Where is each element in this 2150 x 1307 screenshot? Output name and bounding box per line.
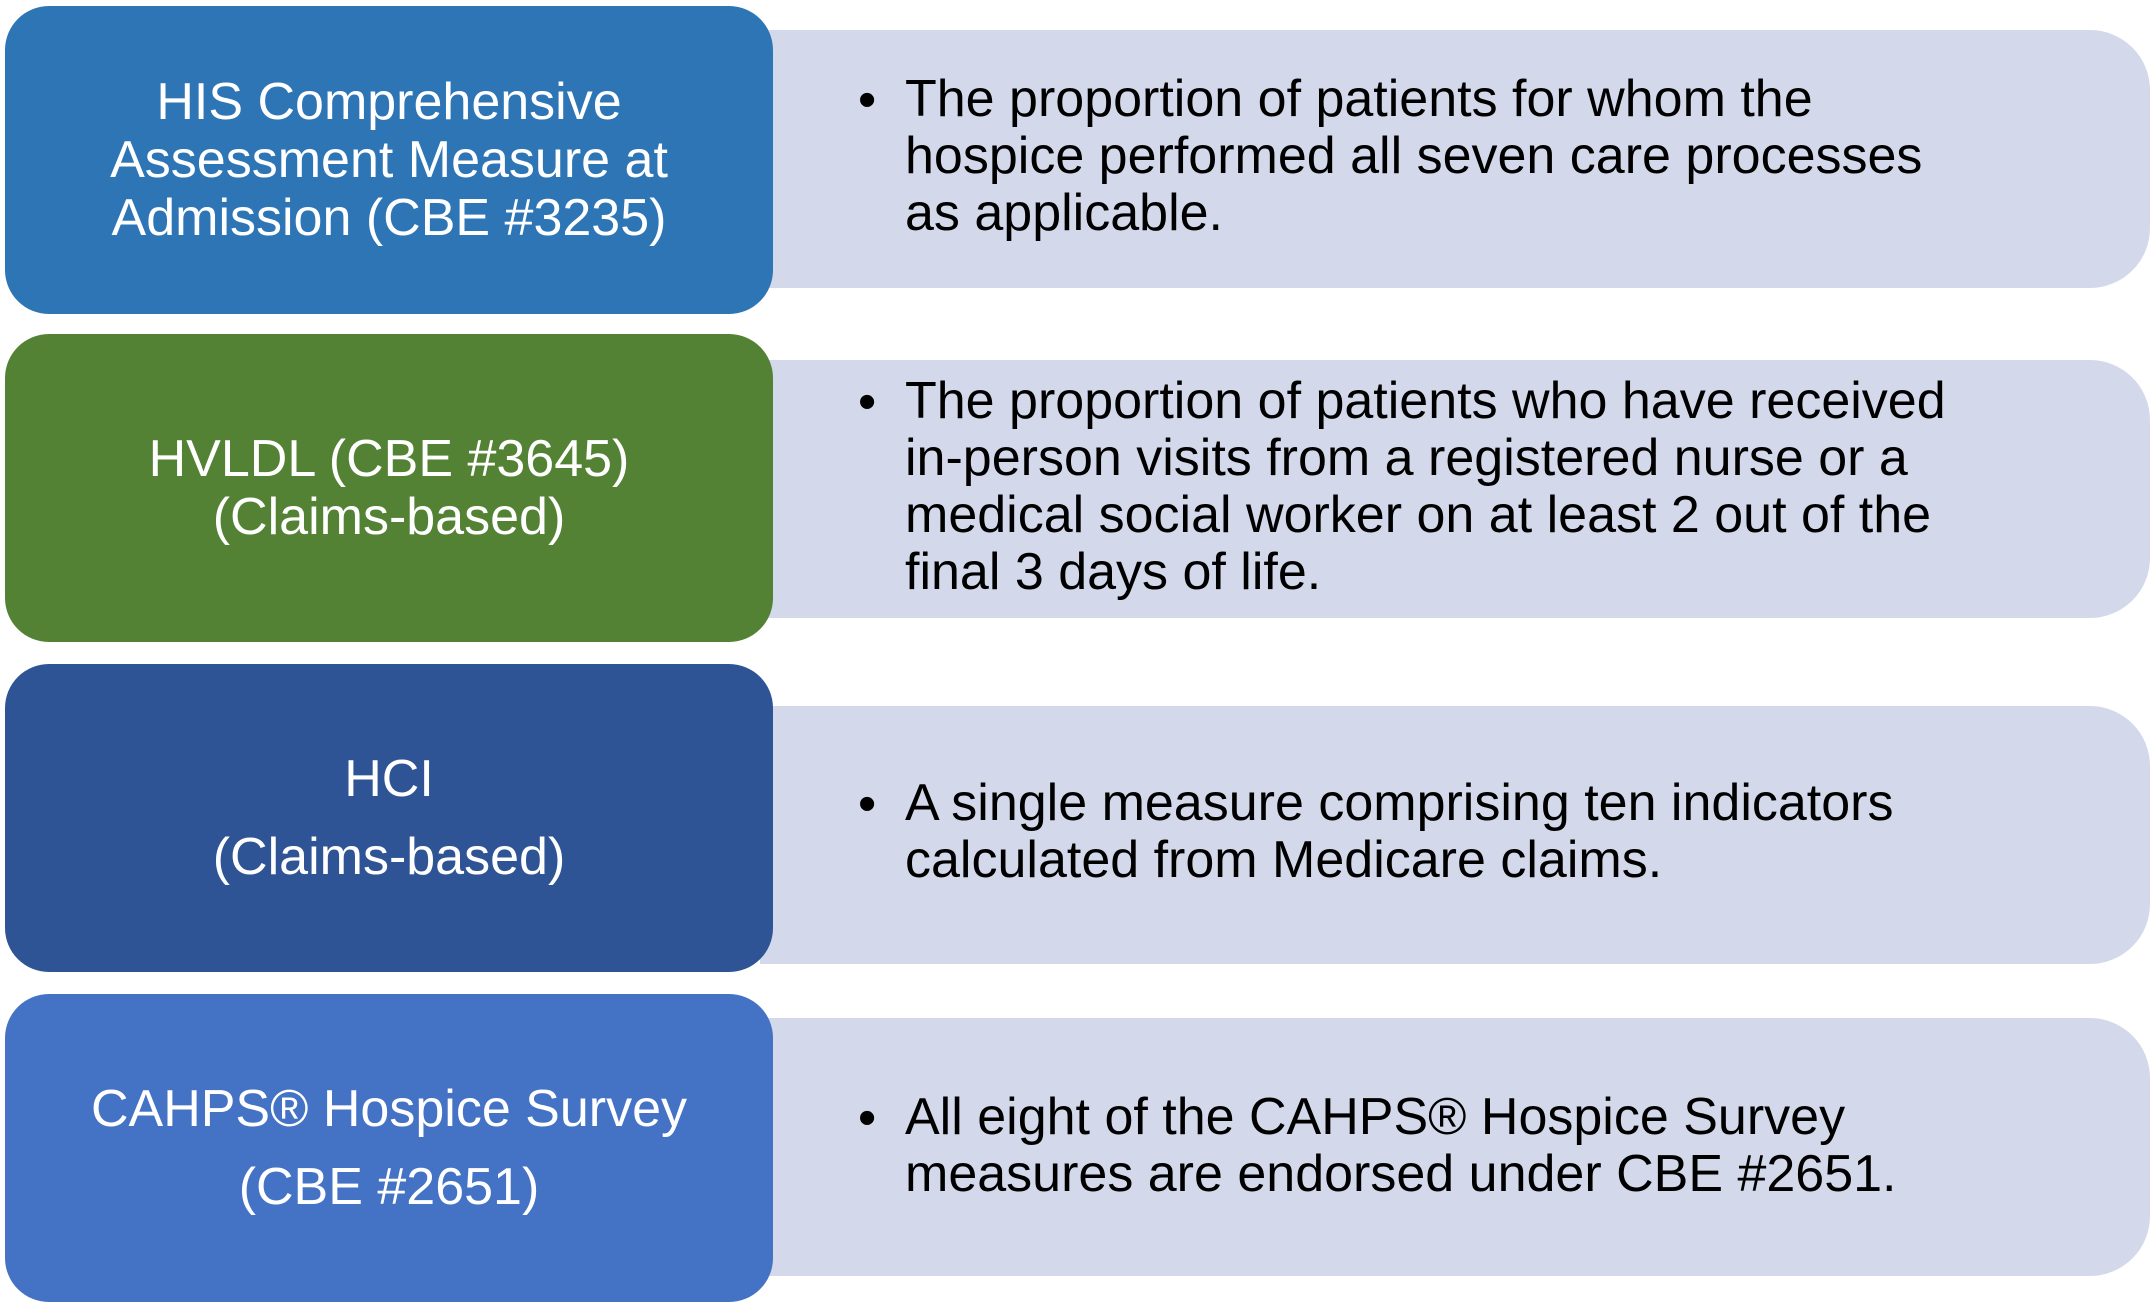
bullet-marker: • [858,71,877,129]
description-box-cahps [760,1018,2150,1276]
description-box-hci [760,706,2150,964]
measure-description-cahps: All eight of the CAHPS® Hospice Survey m… [905,1088,1897,1203]
measure-label-line: (Claims-based) [212,488,566,546]
measure-label-line: HIS Comprehensive [156,73,622,131]
measure-label-line: Assessment Measure at [110,131,668,189]
description-box-hvldl [760,360,2150,618]
measure-description-his: The proportion of patients for whom the … [905,70,1923,242]
measure-label-line: (Claims-based) [212,828,566,886]
measure-description-hvldl: The proportion of patients who have rece… [905,372,1946,601]
bullet-marker: • [858,775,877,833]
measure-label-line: (CBE #2651) [238,1158,540,1216]
measure-label-hci: HCI (Claims-based) [5,664,773,972]
description-box-his [760,30,2150,288]
measure-label-line: HVLDL (CBE #3645) [148,430,630,488]
measure-label-line: HCI [344,750,434,808]
measure-description-hci: A single measure comprising ten indicato… [905,774,1894,889]
measure-label-line: Admission (CBE #3235) [111,189,667,247]
bullet-marker: • [858,373,877,431]
measure-label-cahps: CAHPS® Hospice Survey (CBE #2651) [5,994,773,1302]
measure-label-hvldl: HVLDL (CBE #3645) (Claims-based) [5,334,773,642]
measure-label-line: CAHPS® Hospice Survey [90,1080,688,1138]
measure-label-his: HIS Comprehensive Assessment Measure at … [5,6,773,314]
bullet-marker: • [858,1089,877,1147]
